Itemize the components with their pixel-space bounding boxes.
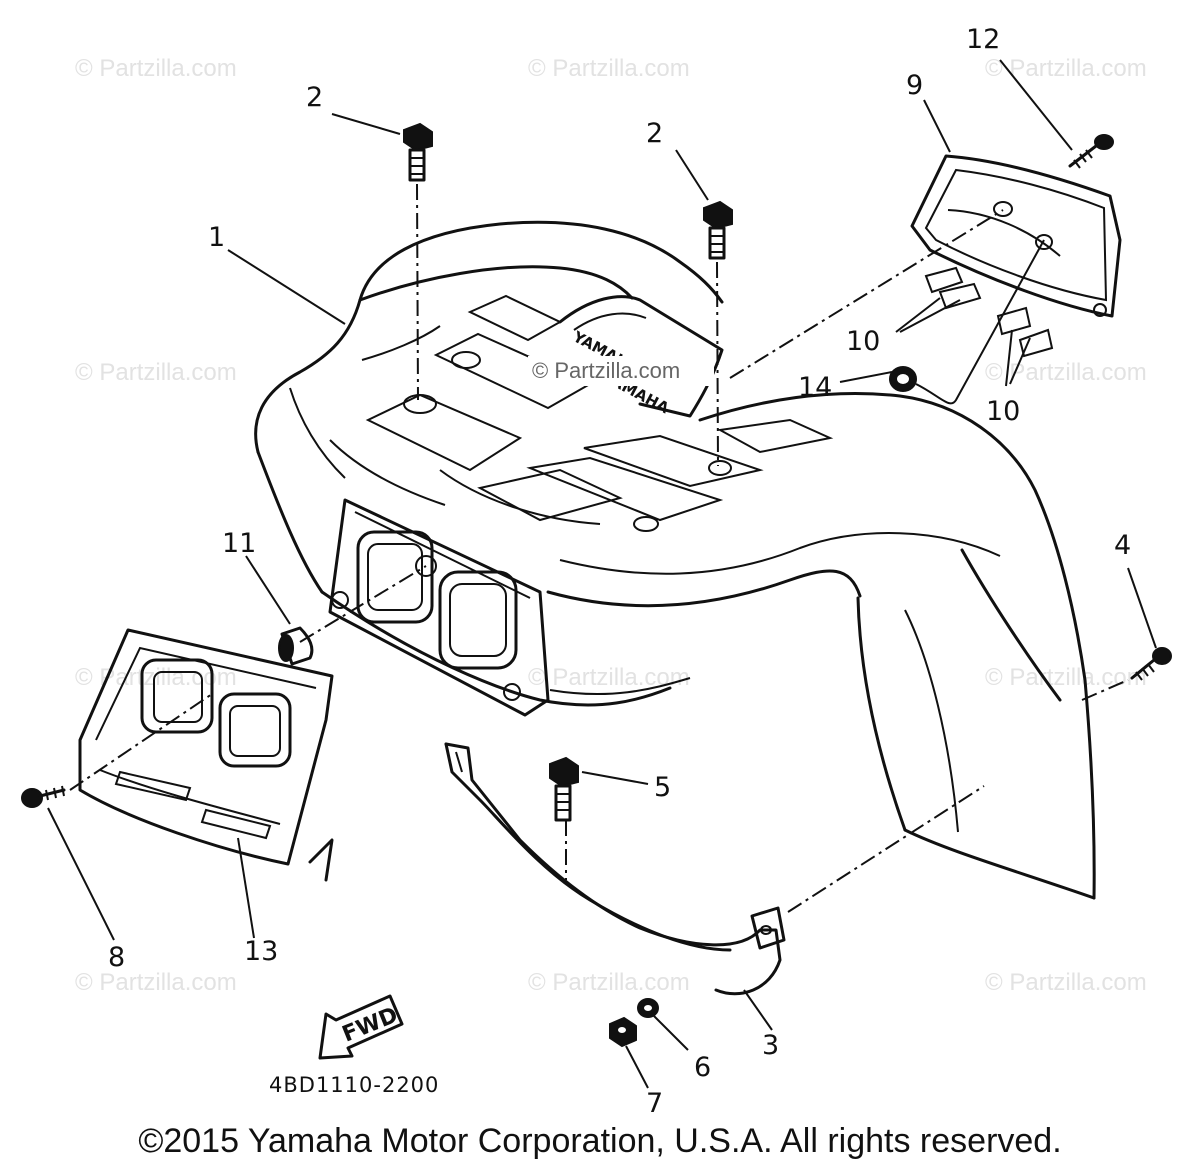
watermark: © Partzilla.com <box>528 664 690 691</box>
fwd-label: FWD <box>339 1003 402 1048</box>
watermarks: © Partzilla.com © Partzilla.com © Partzi… <box>75 55 1147 996</box>
callout-1: 1 <box>208 222 225 253</box>
part-nut <box>609 1016 637 1048</box>
part-grommet <box>889 366 917 392</box>
headlight-housing <box>328 498 550 717</box>
watermark: © Partzilla.com <box>75 55 237 82</box>
part-bracket <box>444 742 786 996</box>
watermark: © Partzilla.com <box>75 359 237 386</box>
part-screw-8 <box>21 785 66 808</box>
part-bulb-sockets <box>924 266 1054 358</box>
callout-12: 12 <box>966 24 1000 55</box>
callout-7: 7 <box>646 1088 663 1119</box>
callout-14: 14 <box>798 372 832 403</box>
part-bolt-left <box>403 122 433 182</box>
leader-lines <box>47 59 1157 1089</box>
callout-6: 6 <box>694 1052 711 1083</box>
watermark: © Partzilla.com <box>528 55 690 82</box>
part-rear-light-housing <box>910 154 1122 318</box>
watermark: © Partzilla.com <box>985 55 1147 82</box>
assembly-lines <box>69 183 1129 913</box>
part-screw-4 <box>1130 647 1172 681</box>
callout-2: 2 <box>306 82 323 113</box>
callout-4: 4 <box>1114 530 1131 561</box>
watermark: © Partzilla.com <box>985 664 1147 691</box>
copyright-notice: ©2015 Yamaha Motor Corporation, U.S.A. A… <box>138 1122 1062 1160</box>
callouts: 1 2 2 9 12 10 14 10 11 4 5 8 13 3 6 7 <box>108 24 1131 1119</box>
part-bolt-5 <box>549 756 579 822</box>
callout-10: 10 <box>846 326 880 357</box>
watermark: © Partzilla.com <box>985 969 1147 996</box>
part-washer <box>637 998 659 1018</box>
part-bolt-right <box>703 200 733 260</box>
part-screw-12 <box>1068 134 1114 169</box>
callout-8: 8 <box>108 942 125 973</box>
callout-13: 13 <box>244 936 278 967</box>
watermark: © Partzilla.com <box>532 358 680 383</box>
watermark: © Partzilla.com <box>528 969 690 996</box>
callout-5: 5 <box>654 772 671 803</box>
callout-2: 2 <box>646 118 663 149</box>
callout-3: 3 <box>762 1030 779 1061</box>
callout-10: 10 <box>986 396 1020 427</box>
part-number-code: 4BD1110-2200 <box>269 1073 439 1097</box>
part-headlight-rim <box>78 628 334 882</box>
callout-11: 11 <box>222 528 256 559</box>
watermark: © Partzilla.com <box>75 969 237 996</box>
fwd-arrow: FWD <box>318 994 404 1060</box>
part-spacer <box>278 626 314 666</box>
callout-9: 9 <box>906 70 923 101</box>
